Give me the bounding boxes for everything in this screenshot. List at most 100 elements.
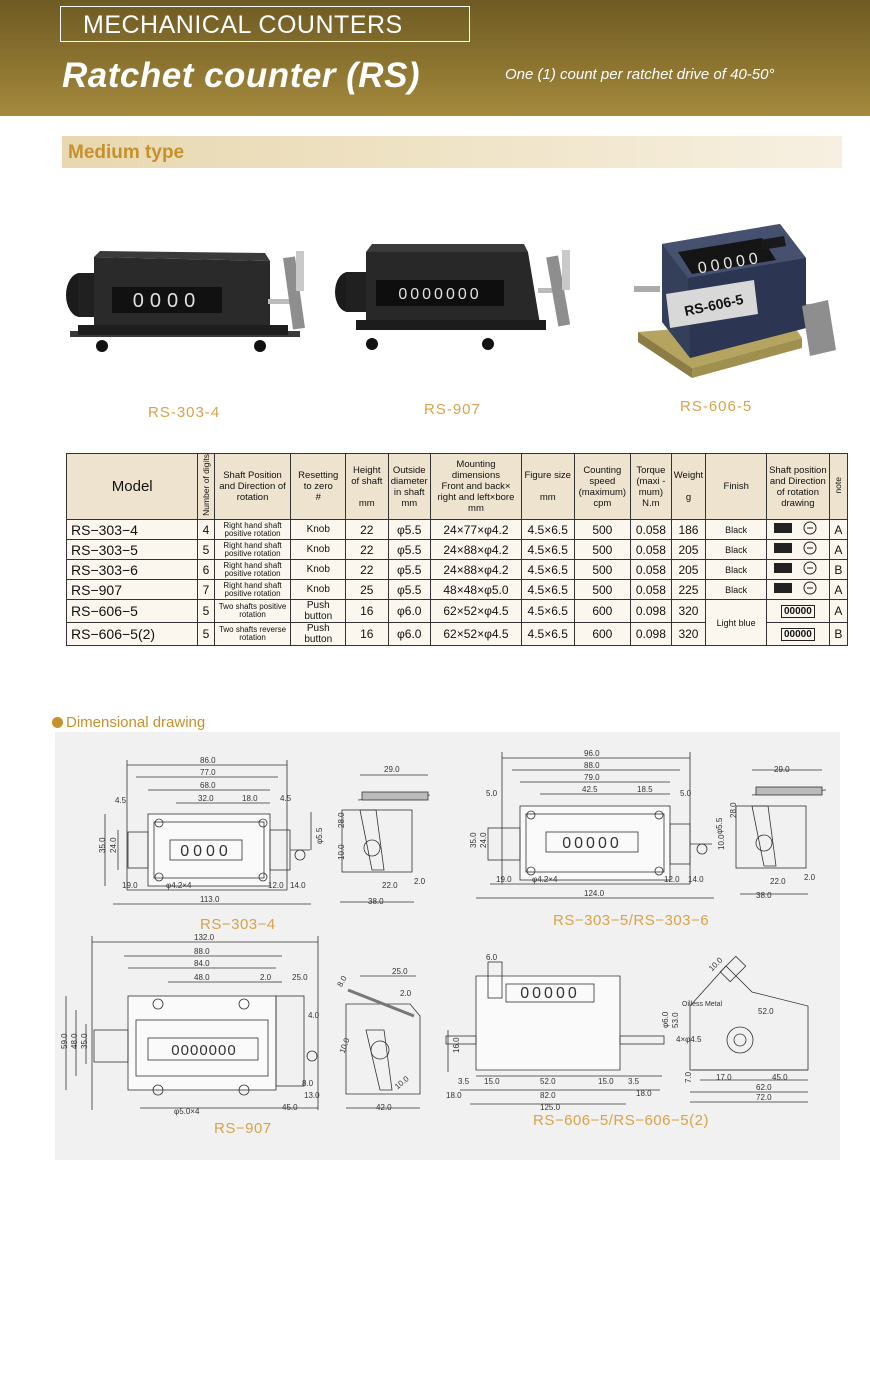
dim-label: 10.0 bbox=[337, 844, 346, 860]
counter-digits: 0000000 bbox=[171, 1042, 236, 1059]
dim-label: 2.0 bbox=[400, 989, 412, 998]
drawing-rs-606-5: 6.0 16.0 53.0 φ6.0 3.5 15.0 52.0 15.0 3.… bbox=[445, 953, 680, 1112]
dim-label: 18.0 bbox=[242, 794, 258, 803]
dim-label: 84.0 bbox=[194, 959, 210, 968]
header-speed: Counting speed (maximum)cpm bbox=[573, 453, 632, 520]
section-band bbox=[62, 136, 842, 168]
drawing-caption: RS−303−5/RS−303−6 bbox=[553, 912, 710, 929]
dim-label: 42.0 bbox=[376, 1103, 392, 1112]
photo-digits: 0000 bbox=[133, 290, 202, 312]
dim-label: 17.0 bbox=[716, 1073, 732, 1082]
dim-label: 4.5 bbox=[280, 794, 292, 803]
dim-label: 45.0 bbox=[772, 1073, 788, 1082]
table-row: RS−303−6 6 Right hand shaft positive rot… bbox=[65, 559, 849, 580]
drawing-rs-303-5-side: 29.0 28.0 10.0 22.0 2.0 38.0 bbox=[717, 765, 827, 900]
drawing-rs-907-side: 25.0 2.0 8.0 10.0 10.0 42.0 bbox=[335, 967, 421, 1112]
drawing-rs-303-5: 96.0 88.0 79.0 42.5 18.5 5.0 5.0 35.0 24… bbox=[469, 749, 724, 899]
dim-label: 35.0 bbox=[469, 832, 478, 848]
dim-label: 13.0 bbox=[304, 1091, 320, 1100]
photo-caption: RS-303-4 bbox=[148, 404, 221, 421]
dim-label: 2.0 bbox=[414, 877, 426, 886]
shaft-drawing-icon: 00000 bbox=[766, 622, 830, 646]
dim-label: 18.0 bbox=[636, 1089, 652, 1098]
dim-label: 124.0 bbox=[584, 889, 605, 898]
dim-label: φ6.0 bbox=[661, 1011, 670, 1028]
drawing-caption: RS−907 bbox=[214, 1120, 272, 1137]
drawing-rs-303-4-side: 29.0 28.0 10.0 22.0 2.0 38.0 bbox=[337, 765, 431, 906]
dim-label: 38.0 bbox=[756, 891, 772, 900]
dim-label: 24.0 bbox=[109, 837, 118, 853]
page-subtitle: One (1) count per ratchet drive of 40-50… bbox=[505, 66, 775, 83]
dim-label: 3.5 bbox=[458, 1077, 470, 1086]
header-shaft: Shaft Position and Direction of rotation bbox=[213, 453, 292, 520]
dim-label: 3.5 bbox=[628, 1077, 640, 1086]
photo-rs-606-5: 00000 RS-606-5 bbox=[634, 224, 836, 378]
dim-label: 10.0 bbox=[338, 1036, 352, 1054]
dim-label: 7.0 bbox=[684, 1071, 693, 1083]
dim-label: 25.0 bbox=[392, 967, 408, 976]
dim-label: 19.0 bbox=[122, 881, 138, 890]
dim-label: 18.0 bbox=[446, 1091, 462, 1100]
photo-rs-303-4: 0000 bbox=[66, 251, 305, 352]
dim-label: 18.5 bbox=[637, 785, 653, 794]
photo-rs-907: 0000000 bbox=[335, 244, 571, 350]
dim-label: 8.0 bbox=[302, 1079, 314, 1088]
dim-label: 35.0 bbox=[98, 837, 107, 853]
dim-label: 2.0 bbox=[260, 973, 272, 982]
header-digits: Number of digits bbox=[197, 453, 215, 520]
header-reset: Resetting to zero# bbox=[290, 453, 347, 520]
photo-digits: 0000000 bbox=[398, 286, 481, 303]
dim-label: 28.0 bbox=[337, 812, 346, 828]
dim-label: 52.0 bbox=[758, 1007, 774, 1016]
dim-label: 59.0 bbox=[60, 1033, 69, 1049]
dim-label: 38.0 bbox=[368, 897, 384, 906]
dim-label: 15.0 bbox=[484, 1077, 500, 1086]
dim-label: 15.0 bbox=[598, 1077, 614, 1086]
dim-label: 5.0 bbox=[680, 789, 692, 798]
page-title: Ratchet counter (RS) bbox=[62, 56, 421, 95]
dim-label: 52.0 bbox=[540, 1077, 556, 1086]
table-row: RS−303−5 5 Right hand shaft positive rot… bbox=[65, 539, 849, 560]
counter-digits: 0000 bbox=[180, 843, 232, 860]
dim-label: 19.0 bbox=[496, 875, 512, 884]
photo-caption: RS-606-5 bbox=[680, 398, 753, 415]
table-row: RS−606−5(2) 5 Two shafts reverse rotatio… bbox=[65, 622, 849, 646]
bullet-icon bbox=[52, 717, 63, 728]
spec-table: Model Number of digits Shaft Position an… bbox=[65, 453, 849, 646]
dim-label: 4×φ4.5 bbox=[676, 1035, 702, 1044]
shaft-drawing-icon bbox=[766, 539, 830, 560]
dim-label: 45.0 bbox=[282, 1103, 298, 1112]
dim-label: Oilless Metal bbox=[682, 1001, 723, 1008]
dim-label: 82.0 bbox=[540, 1091, 556, 1100]
drawing-rs-303-4: 86.0 77.0 68.0 32.0 18.0 4.5 4.5 35.0 24… bbox=[98, 756, 324, 905]
header-model: Model bbox=[65, 453, 199, 520]
counter-digits: 00000 bbox=[520, 985, 580, 1002]
drawing-rs-606-5-side: 10.0 Oilless Metal 52.0 4×φ4.5 7.0 17.0 … bbox=[676, 955, 809, 1103]
category-label: MECHANICAL COUNTERS bbox=[60, 6, 470, 42]
dim-label: 10.0 bbox=[393, 1074, 411, 1091]
dim-label: 14.0 bbox=[290, 881, 306, 890]
dim-label: 86.0 bbox=[200, 756, 216, 765]
header-torque: Torque (maxi -mum)N.m bbox=[630, 453, 672, 520]
dim-label: 24.0 bbox=[479, 832, 488, 848]
header-note: note bbox=[828, 453, 849, 520]
dim-label: φ5.5 bbox=[715, 817, 724, 834]
dim-label: 132.0 bbox=[194, 933, 215, 942]
dim-label: 14.0 bbox=[688, 875, 704, 884]
dim-label: 62.0 bbox=[756, 1083, 772, 1092]
dim-label: 12.0 bbox=[268, 881, 284, 890]
section-title: Medium type bbox=[68, 142, 185, 163]
dim-label: 72.0 bbox=[756, 1093, 772, 1102]
dim-label: 53.0 bbox=[671, 1012, 680, 1028]
dim-label: 48.0 bbox=[194, 973, 210, 982]
drawing-caption: RS−606−5/RS−606−5(2) bbox=[533, 1112, 709, 1129]
dim-label: 68.0 bbox=[200, 781, 216, 790]
dim-label: 25.0 bbox=[292, 973, 308, 982]
dim-label: 88.0 bbox=[194, 947, 210, 956]
dim-label: 22.0 bbox=[770, 877, 786, 886]
photo-caption: RS-907 bbox=[424, 401, 481, 418]
